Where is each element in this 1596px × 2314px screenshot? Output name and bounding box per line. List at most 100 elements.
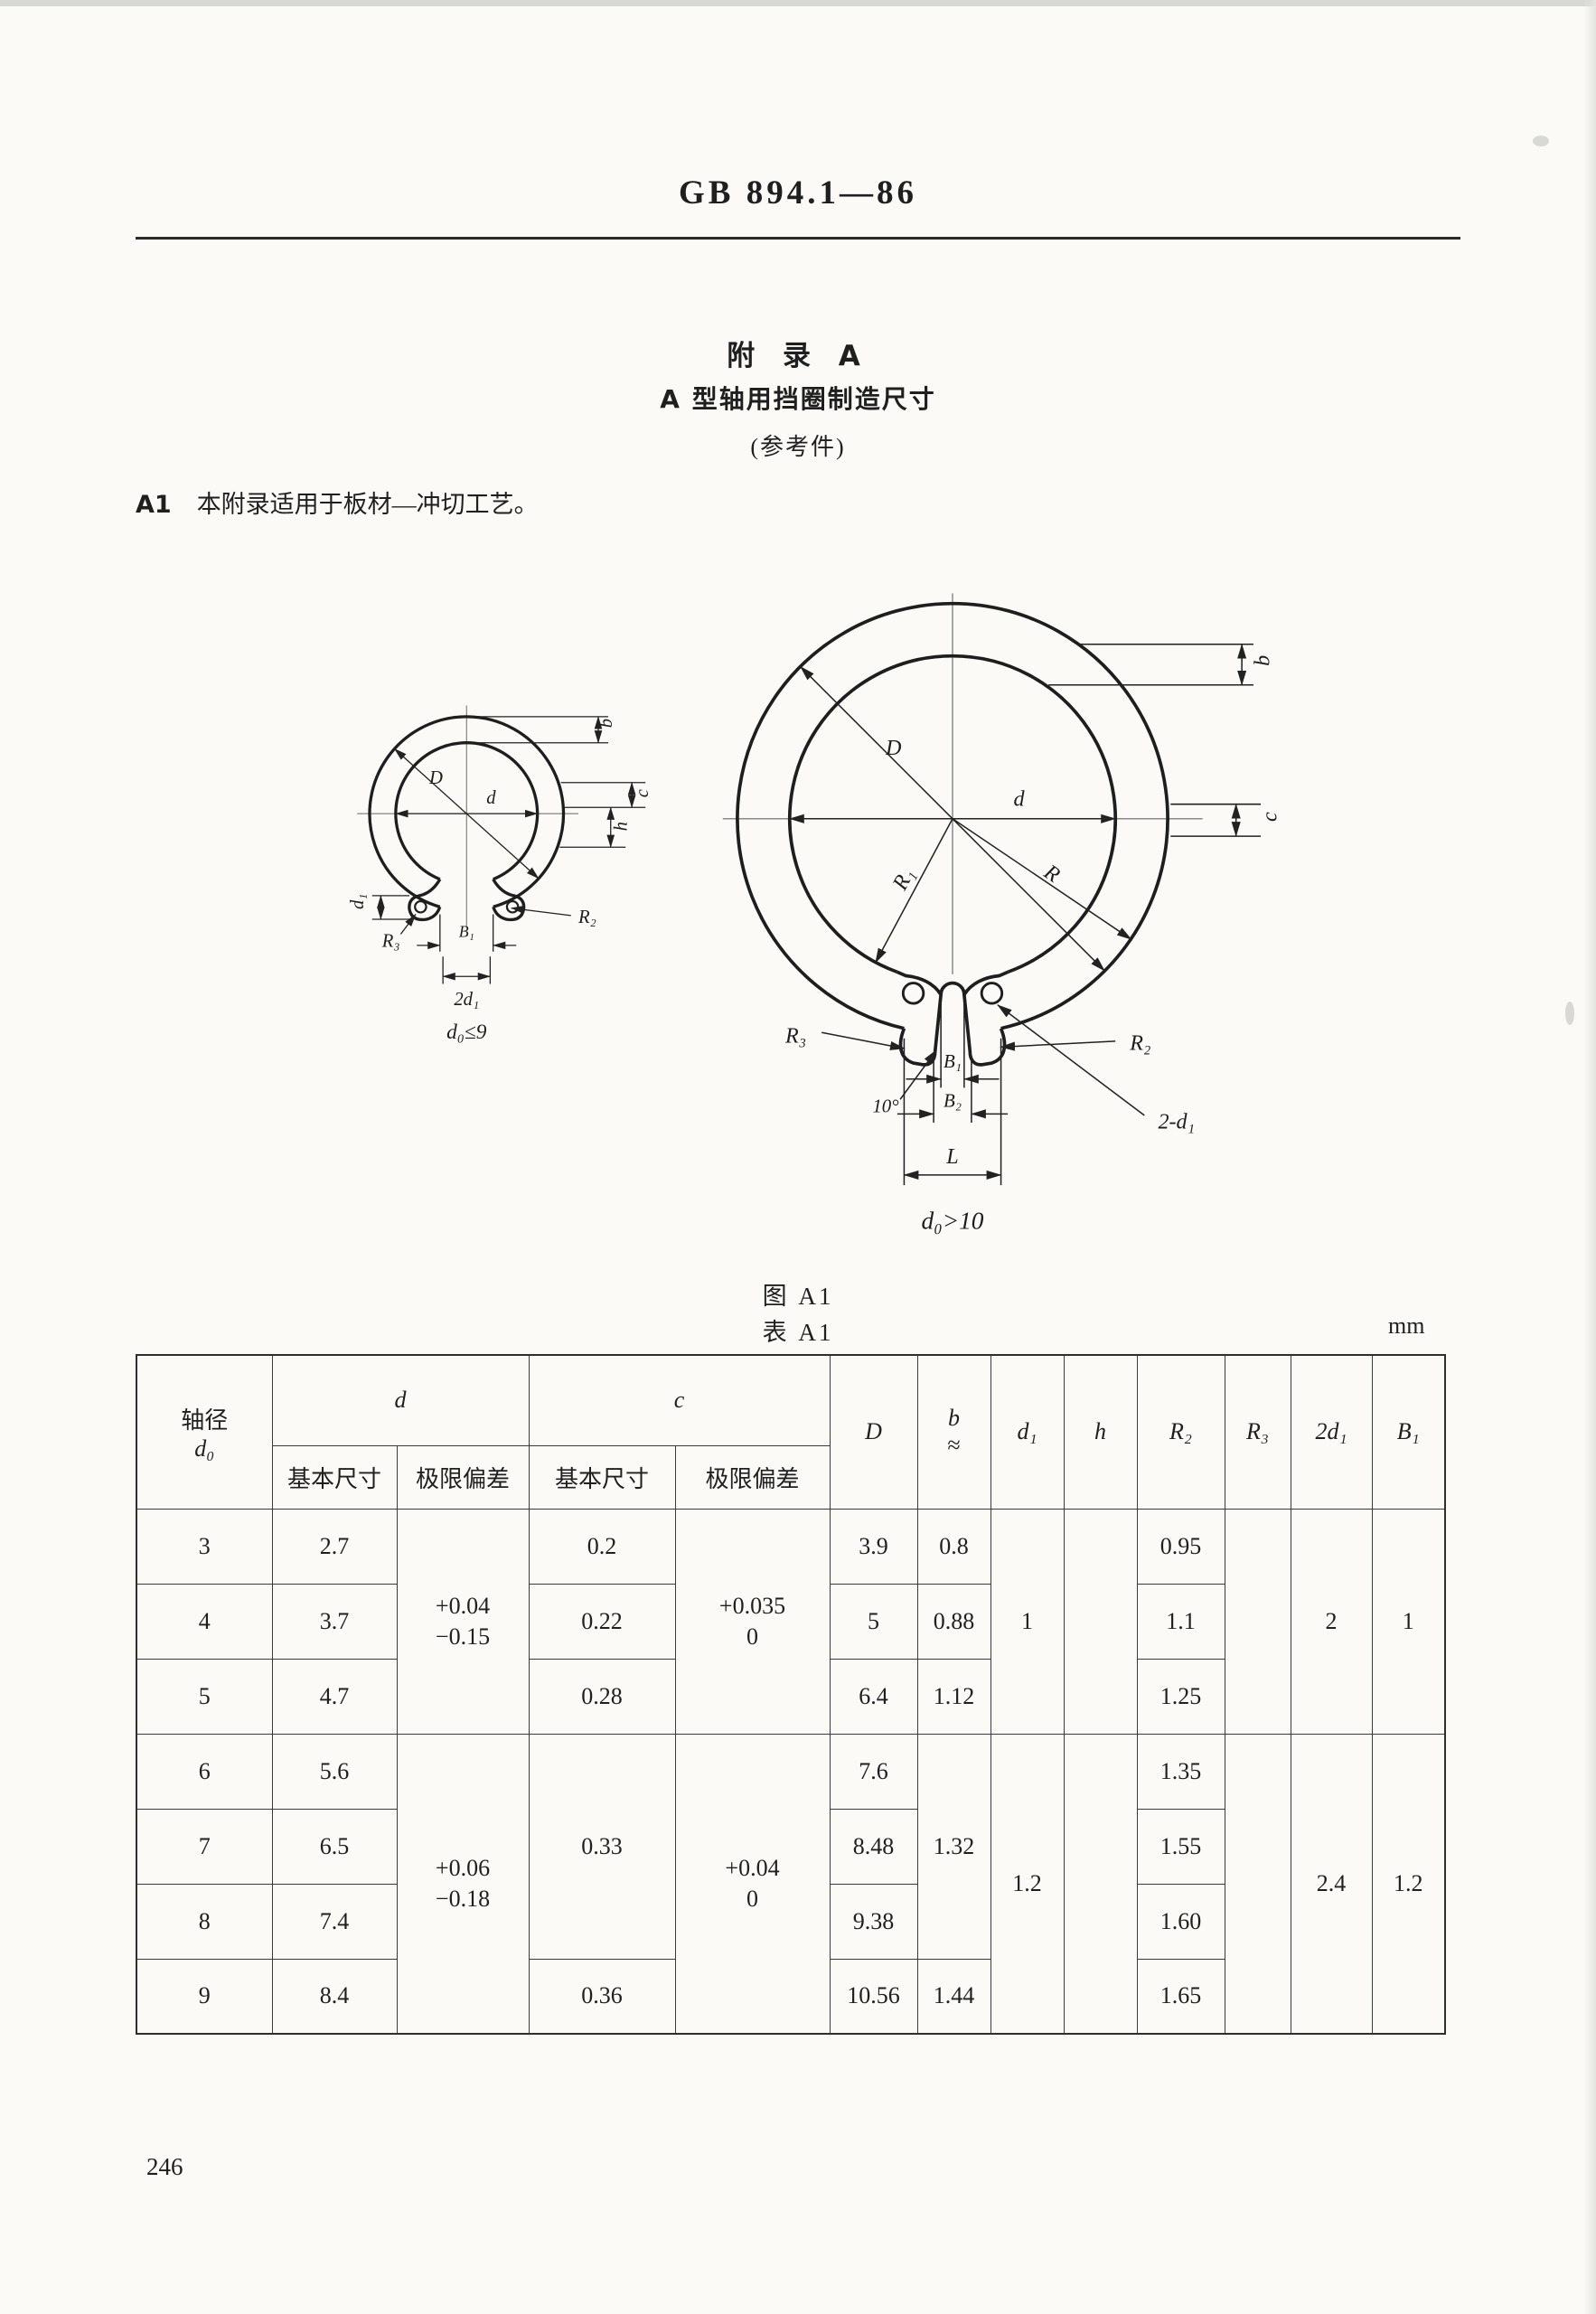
label-c: c [633, 789, 652, 797]
cell-d-basic: 3.7 [271, 1583, 398, 1660]
cell-D: 6.4 [829, 1658, 918, 1735]
label-c: c [1258, 812, 1282, 822]
label-2-d1: 2-d₁ [1158, 1109, 1195, 1133]
cell-b: 1.44 [916, 1958, 991, 2035]
header-h: h [1063, 1354, 1138, 1510]
scan-edge [0, 0, 1596, 6]
header-shaft-diameter: 轴径 d₀ [136, 1354, 273, 1510]
tolerance-upper: +0.04 [725, 1854, 780, 1881]
table-row: 3 2.7 +0.04 −0.15 0.2 +0.035 0 3.9 0.8 1… [136, 1508, 1446, 1735]
tolerance-lower: 0 [746, 1885, 758, 1912]
cell-R2: 1.35 [1136, 1733, 1225, 1810]
label-h: h [612, 822, 632, 831]
appendix-note: (参考件) [750, 434, 846, 460]
header-2d1: 2d₁ [1290, 1354, 1373, 1510]
cell-d-deviation: +0.06 −0.18 [396, 1733, 530, 2035]
cell-c-basic: 0.22 [528, 1583, 676, 1660]
cell-R2: 1.65 [1136, 1958, 1225, 2035]
cell-D: 9.38 [829, 1883, 918, 1960]
cell-R2: 1.25 [1136, 1658, 1225, 1735]
cell-D: 10.56 [829, 1958, 918, 2035]
header-D: D [829, 1354, 918, 1510]
cell-R3 [1224, 1733, 1291, 2035]
left-notch [414, 899, 427, 914]
dimension-table: 轴径 d₀ d c D b ≈ d₁ h R₂ R₃ 2d₁ B₁ 基本尺寸 极… [136, 1354, 1447, 2035]
cell-d0: 5 [136, 1658, 273, 1735]
cell-D: 5 [829, 1583, 918, 1660]
table-row: 7 6.5 8.48 1.55 [136, 1808, 1445, 1885]
header-d-basic: 基本尺寸 [271, 1444, 398, 1510]
outer-ring-arc [368, 715, 566, 908]
header-c-deviation: 极限偏差 [674, 1444, 831, 1510]
header-R3: R₃ [1224, 1354, 1291, 1510]
label-D: D [428, 768, 443, 788]
cell-c-basic: 0.28 [528, 1658, 676, 1735]
page-number: 246 [146, 2153, 183, 2180]
label-B1: B₁ [944, 1050, 962, 1072]
label-d: d [486, 788, 496, 808]
cell-c-basic: 0.36 [528, 1958, 676, 2035]
header-c-basic: 基本尺寸 [528, 1444, 676, 1510]
clause-label: A1 [136, 491, 172, 519]
label-d1: d₁ [348, 894, 368, 909]
figure-caption: 图 A1 [762, 1283, 834, 1310]
header-group-d: d [271, 1354, 530, 1446]
label-B2: B₂ [944, 1089, 962, 1111]
cell-d0: 3 [136, 1508, 273, 1585]
right-notch [505, 899, 520, 914]
table-unit: mm [1388, 1312, 1425, 1339]
header-b-line2: ≈ [947, 1432, 961, 1459]
cell-d0: 8 [136, 1883, 273, 1960]
cell-c-basic: 0.2 [528, 1508, 676, 1585]
header-d-deviation: 极限偏差 [396, 1444, 530, 1510]
cell-B1: 1 [1371, 1508, 1446, 1735]
right-hole [980, 982, 1004, 1005]
header-b-line1: b [948, 1405, 961, 1432]
cell-b: 1.32 [916, 1733, 991, 1960]
header-shaft-line2: d₀ [194, 1434, 215, 1462]
cell-R2: 1.60 [1136, 1883, 1225, 1960]
table-row: 4 3.7 0.22 5 0.88 1.1 [136, 1583, 1445, 1660]
label-D: D [885, 736, 902, 760]
header-b: b ≈ [916, 1354, 991, 1510]
cell-d-basic: 8.4 [271, 1958, 398, 2035]
label-angle: 10° [872, 1096, 899, 1117]
cell-B1: 1.2 [1371, 1733, 1446, 2035]
standard-code-heading: GB 894.1—86 [679, 174, 917, 212]
tolerance-upper: +0.04 [435, 1592, 491, 1619]
ring-outline [736, 601, 1169, 1067]
right-retaining-ring-drawing: D d b c R₁ R R₃ R₂ B₁ B₂ 10° 2-d₁ L d₀>1… [722, 593, 1282, 1234]
tolerance-lower: −0.15 [435, 1623, 491, 1650]
label-B1: B₁ [459, 922, 474, 940]
label-R3: R₃ [784, 1024, 806, 1049]
scan-artifact [1533, 136, 1549, 146]
cell-b: 0.8 [916, 1508, 991, 1585]
cell-b: 0.88 [916, 1583, 991, 1660]
cell-D: 8.48 [829, 1808, 918, 1885]
cell-d1: 1 [990, 1508, 1065, 1735]
header-R2: R₂ [1136, 1354, 1225, 1510]
cell-R2: 1.1 [1136, 1583, 1225, 1660]
scan-shadow [1583, 0, 1596, 2314]
inner-ring-arc [788, 654, 1117, 974]
label-L: L [945, 1144, 958, 1169]
table-row: 9 8.4 0.36 10.56 1.44 1.65 [136, 1958, 1445, 2035]
label-R3: R₃ [381, 931, 400, 951]
cell-d-basic: 7.4 [271, 1883, 398, 1960]
left-lug [408, 878, 442, 922]
tolerance-upper: +0.06 [435, 1854, 491, 1881]
label-d: d [1014, 786, 1026, 811]
dimension-lines [371, 716, 646, 984]
cell-d0: 9 [136, 1958, 273, 2035]
header-B1: B₁ [1371, 1354, 1446, 1510]
cell-d0: 4 [136, 1583, 273, 1660]
right-lug [962, 970, 1009, 1067]
label-R2: R₂ [577, 908, 596, 927]
left-figure-condition: d₀≤9 [446, 1021, 487, 1044]
cell-d-basic: 4.7 [271, 1658, 398, 1735]
scan-artifact [1565, 1002, 1574, 1025]
left-retaining-ring-drawing: D d b c h d₁ R₃ R₂ B₁ 2d₁ d₀≤9 [348, 705, 652, 1044]
tolerance-upper: +0.035 [718, 1592, 786, 1619]
